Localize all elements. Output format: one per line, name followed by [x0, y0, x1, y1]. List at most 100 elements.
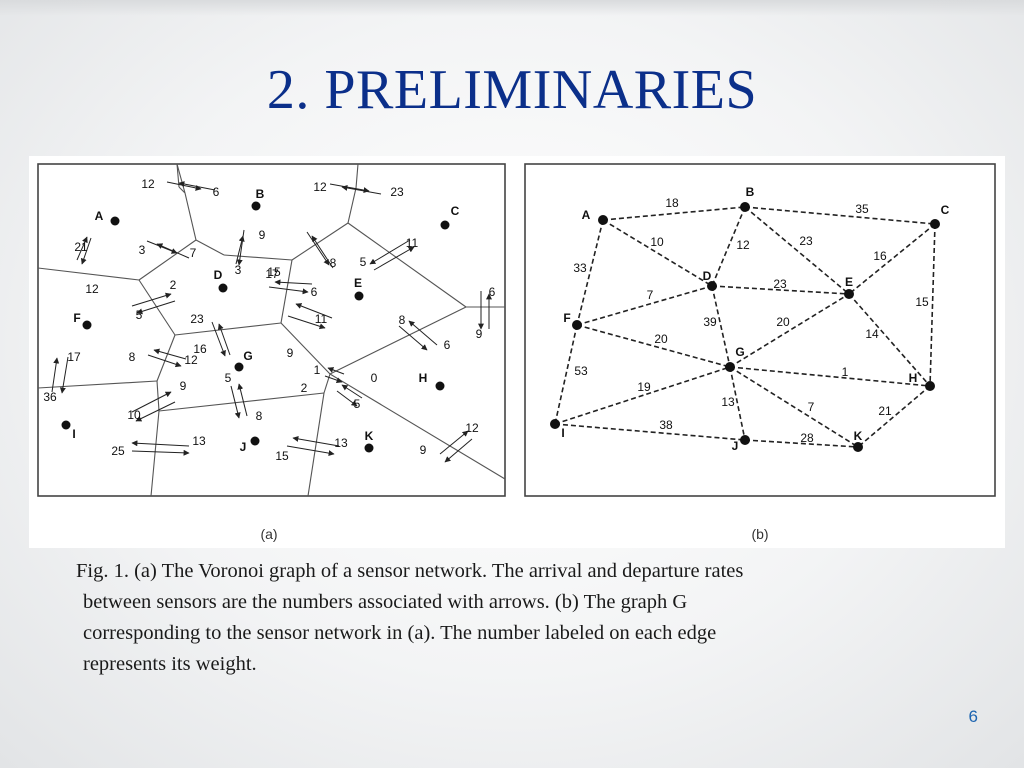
edge-weight-a-d: 10: [650, 235, 664, 249]
sensor-dot-b: [251, 201, 261, 211]
voronoi-frame: [37, 163, 506, 497]
rate-label: 15: [275, 449, 289, 463]
voronoi-cell-edge: [178, 186, 186, 194]
rate-arrow: [135, 401, 176, 422]
sensor-dot-g: [234, 362, 244, 372]
sensor-dot-h: [435, 381, 445, 391]
rate-arrow: [230, 385, 241, 419]
graph-g-edges: [554, 206, 936, 448]
rate-label: 17: [67, 350, 81, 364]
edge-weight-f-d: 7: [647, 288, 654, 302]
rate-label: 2: [301, 381, 308, 395]
sensor-dot-e: [354, 291, 364, 301]
graph-node-j: [740, 435, 750, 445]
graph-edge-g-k: [729, 366, 859, 448]
sensor-label-d: D: [214, 268, 223, 282]
rate-arrow: [217, 323, 231, 356]
graph-edge-b-d: [711, 206, 746, 287]
edge-weight-g-h: 1: [842, 365, 849, 379]
sensor-label-e: E: [354, 276, 362, 290]
rate-arrow: [131, 391, 172, 413]
rate-label: 5: [354, 397, 361, 411]
rate-arrow: [80, 237, 92, 265]
edge-weight-e-h: 14: [865, 327, 879, 341]
figure-caption: Fig. 1. (a) The Voronoi graph of a senso…: [76, 556, 936, 680]
graph-edge-f-g: [576, 324, 731, 368]
voronoi-cell-edge: [138, 279, 176, 336]
rate-label: 36: [43, 390, 57, 404]
graph-node-label-k: K: [854, 429, 863, 443]
voronoi-cell-edge: [347, 222, 467, 308]
edge-weight-f-g: 20: [654, 332, 668, 346]
rate-label: 8: [399, 313, 406, 327]
caption-line-3: corresponding to the sensor network in (…: [83, 622, 717, 644]
rate-label: 0: [371, 371, 378, 385]
rate-arrow: [311, 235, 334, 269]
sensor-label-h: H: [419, 371, 428, 385]
page-number: 6: [968, 707, 978, 726]
rate-arrow: [235, 235, 245, 265]
voronoi-rate-arrows: [51, 181, 492, 463]
rate-arrow: [268, 286, 309, 295]
rate-label: 25: [111, 444, 125, 458]
rate-arrow: [295, 303, 333, 319]
rate-label: 21: [74, 240, 88, 254]
graph-node-f: [572, 320, 582, 330]
graph-edge-j-k: [744, 439, 859, 448]
edge-weight-j-k: 28: [800, 431, 814, 445]
graph-edge-g-e: [729, 293, 850, 368]
voronoi-cell-edges: [37, 163, 506, 497]
rate-arrow: [336, 390, 358, 407]
voronoi-cell-edge: [280, 259, 293, 324]
rate-arrow: [178, 181, 216, 191]
edge-weight-i-j: 38: [659, 418, 673, 432]
rate-label: 6: [444, 338, 451, 352]
sensor-label-i: I: [72, 427, 75, 441]
voronoi-cell-edge: [280, 322, 331, 375]
graph-edge-i-g: [554, 366, 731, 425]
voronoi-cell-edge: [158, 392, 325, 412]
sensor-dot-d: [218, 283, 228, 293]
graph-edge-g-j: [729, 366, 746, 441]
voronoi-cell-edge: [138, 239, 197, 281]
sensor-dot-k: [364, 443, 374, 453]
rate-arrow: [327, 367, 345, 375]
rate-arrow: [439, 430, 469, 455]
voronoi-cell-edge: [184, 192, 197, 241]
graph-edge-b-c: [744, 206, 936, 225]
rate-arrow: [341, 384, 363, 399]
rate-arrow: [274, 279, 313, 286]
graph-edge-c-e: [848, 223, 936, 295]
graph-node-c: [930, 219, 940, 229]
edge-weight-d-e: 23: [773, 277, 787, 291]
graph-edge-b-e: [744, 206, 850, 295]
rate-arrow: [153, 348, 187, 360]
graph-edge-f-d: [576, 285, 713, 326]
rate-arrow: [306, 231, 330, 266]
voronoi-cell-edge: [329, 373, 506, 480]
sensor-label-a: A: [95, 209, 104, 223]
graph-edge-a-f: [576, 219, 604, 326]
edge-weight-g-j: 13: [721, 395, 735, 409]
rate-label: 17: [265, 267, 279, 281]
sensor-label-f: F: [73, 311, 80, 325]
voronoi-cell-edge: [150, 410, 160, 497]
rate-arrow: [373, 246, 415, 271]
sensor-dot-j: [250, 436, 260, 446]
edge-weight-a-b: 18: [665, 196, 679, 210]
graph-node-d: [707, 281, 717, 291]
voronoi-cell-edge: [347, 187, 357, 224]
graph-node-b: [740, 202, 750, 212]
edge-weight-b-c: 35: [855, 202, 869, 216]
rate-label: 8: [256, 409, 263, 423]
graph-node-e: [844, 289, 854, 299]
graph-edge-f-i: [554, 324, 578, 425]
edge-weight-h-k: 21: [878, 404, 892, 418]
voronoi-cell-edge: [156, 334, 176, 382]
rate-label: 16: [193, 342, 207, 356]
